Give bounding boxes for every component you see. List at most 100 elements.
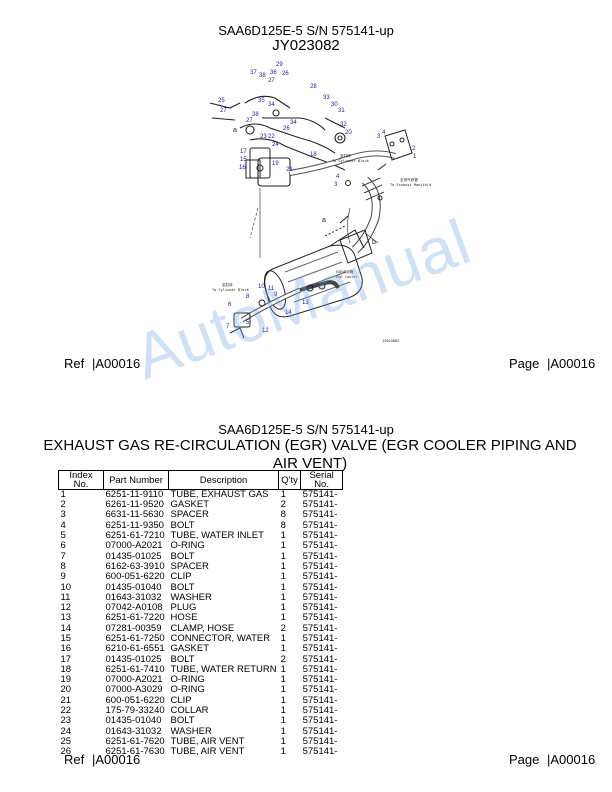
col-serial: Serial No. <box>300 470 344 490</box>
cell-serial: 575141- <box>302 550 338 562</box>
callout: 4 <box>382 130 386 136</box>
callout: 12 <box>262 328 269 334</box>
callout: 38 <box>252 112 259 118</box>
cell-description: SPACER <box>170 560 209 572</box>
cell-qty: 2 <box>280 622 286 634</box>
callout: 27 <box>246 118 253 124</box>
callout: a <box>322 217 326 224</box>
cell-index: 22 <box>60 705 72 717</box>
cell-part-number: 07281-00359 <box>105 622 162 634</box>
callout: 37 <box>250 70 257 76</box>
cell-qty: 1 <box>280 633 286 644</box>
callouts: 29 37 38 36 26 27 28 25 27 35 34 33 30 3… <box>218 62 417 334</box>
callout: 13 <box>302 300 309 306</box>
cell-description: CLAMP, HOSE <box>170 622 235 634</box>
cell-part-number: 6251-11-9350 <box>105 519 164 531</box>
cell-index: 10 <box>60 581 72 593</box>
cell-description: O-RING <box>170 674 205 686</box>
annotation: To Cylinder Block <box>332 159 370 163</box>
col-part-number: Part Number <box>103 470 169 490</box>
callout: 7 <box>226 324 230 330</box>
callout: 34 <box>290 120 297 126</box>
page-code: |A00016 <box>547 356 596 371</box>
callout: 36 <box>270 70 277 76</box>
cell-qty: 1 <box>280 550 286 562</box>
cell-qty: 1 <box>280 735 286 747</box>
cell-qty: 1 <box>280 663 286 675</box>
cell-part-number: 6251-61-7410 <box>105 663 165 675</box>
section-model: SAA6D125E-5 S/N 575141-up <box>218 422 394 437</box>
cell-serial: 575141- <box>302 530 338 542</box>
cell-serial: 575141- <box>302 612 338 624</box>
callout: 18 <box>310 152 317 158</box>
callout: 3 <box>377 134 381 140</box>
cell-description: BOLT <box>170 653 195 665</box>
page-label: Page <box>509 356 540 371</box>
cell-part-number: 01435-01025 <box>105 550 162 562</box>
callout: 2 <box>412 146 416 152</box>
cell-description: BOLT <box>170 519 195 531</box>
cell-serial: 575141- <box>302 560 338 572</box>
cell-qty: 1 <box>280 581 286 593</box>
cell-serial: 575141- <box>302 643 338 655</box>
cell-part-number: 6251-61-7220 <box>105 612 165 624</box>
cell-serial: 575141- <box>302 684 338 696</box>
cell-part-number: 01435-01040 <box>105 581 162 593</box>
cell-serial: 575141- <box>302 694 338 706</box>
cell-serial: 575141- <box>302 674 338 686</box>
cell-serial: 575141- <box>302 663 338 675</box>
callout: 4 <box>336 174 340 180</box>
cell-description: O-RING <box>170 684 205 696</box>
cell-part-number: 6251-11-9110 <box>105 489 164 500</box>
cell-part-number: 01643-31032 <box>105 725 162 737</box>
cell-index: 17 <box>60 653 72 665</box>
callout: 28 <box>310 84 317 90</box>
cell-description: BOLT <box>170 581 195 593</box>
cell-serial: 575141- <box>302 509 338 521</box>
cell-qty: 1 <box>280 530 286 542</box>
cell-index: 8 <box>60 560 66 572</box>
cell-description: TUBE, AIR VENT <box>170 735 245 747</box>
cell-qty: 1 <box>280 602 286 614</box>
page-code: |A00016 <box>547 752 596 767</box>
cell-description: TUBE, AIR VENT <box>170 746 245 758</box>
callout: 30 <box>331 102 338 108</box>
annotation: To Exhaust Manifold <box>390 183 431 187</box>
cell-qty: 1 <box>280 705 286 717</box>
cell-qty: 1 <box>280 591 286 603</box>
cell-description: SPACER <box>170 509 209 521</box>
cell-index: 25 <box>60 735 72 747</box>
cell-description: PLUG <box>170 602 197 614</box>
cell-part-number: 6631-11-5630 <box>105 509 164 521</box>
callout: 35 <box>258 98 265 104</box>
cell-part-number: 600-051-6220 <box>105 694 165 706</box>
callout: b <box>372 239 376 246</box>
cell-description: HOSE <box>170 612 198 624</box>
cell-qty: 2 <box>280 499 286 511</box>
annotation: 至缸体 <box>340 153 351 158</box>
cell-serial: 575141- <box>302 735 338 747</box>
callout: 26 <box>282 71 289 77</box>
callout: 24 <box>272 142 279 148</box>
callout: 21 <box>286 167 293 173</box>
egr-cooler <box>263 225 365 318</box>
callout: 14 <box>285 310 292 316</box>
callout: 29 <box>276 62 283 68</box>
callout: 27 <box>268 78 275 84</box>
cell-index: 15 <box>60 633 72 644</box>
cell-part-number: 6162-63-3910 <box>105 560 165 572</box>
header-code: JY023082 <box>272 37 340 54</box>
cell-index: 7 <box>60 550 66 562</box>
cell-serial: 575141- <box>302 581 338 593</box>
cell-description: TUBE, WATER RETURN <box>170 663 277 675</box>
cell-part-number: 6261-11-9520 <box>105 499 164 511</box>
annotation: 至排气歧管 <box>400 177 418 182</box>
